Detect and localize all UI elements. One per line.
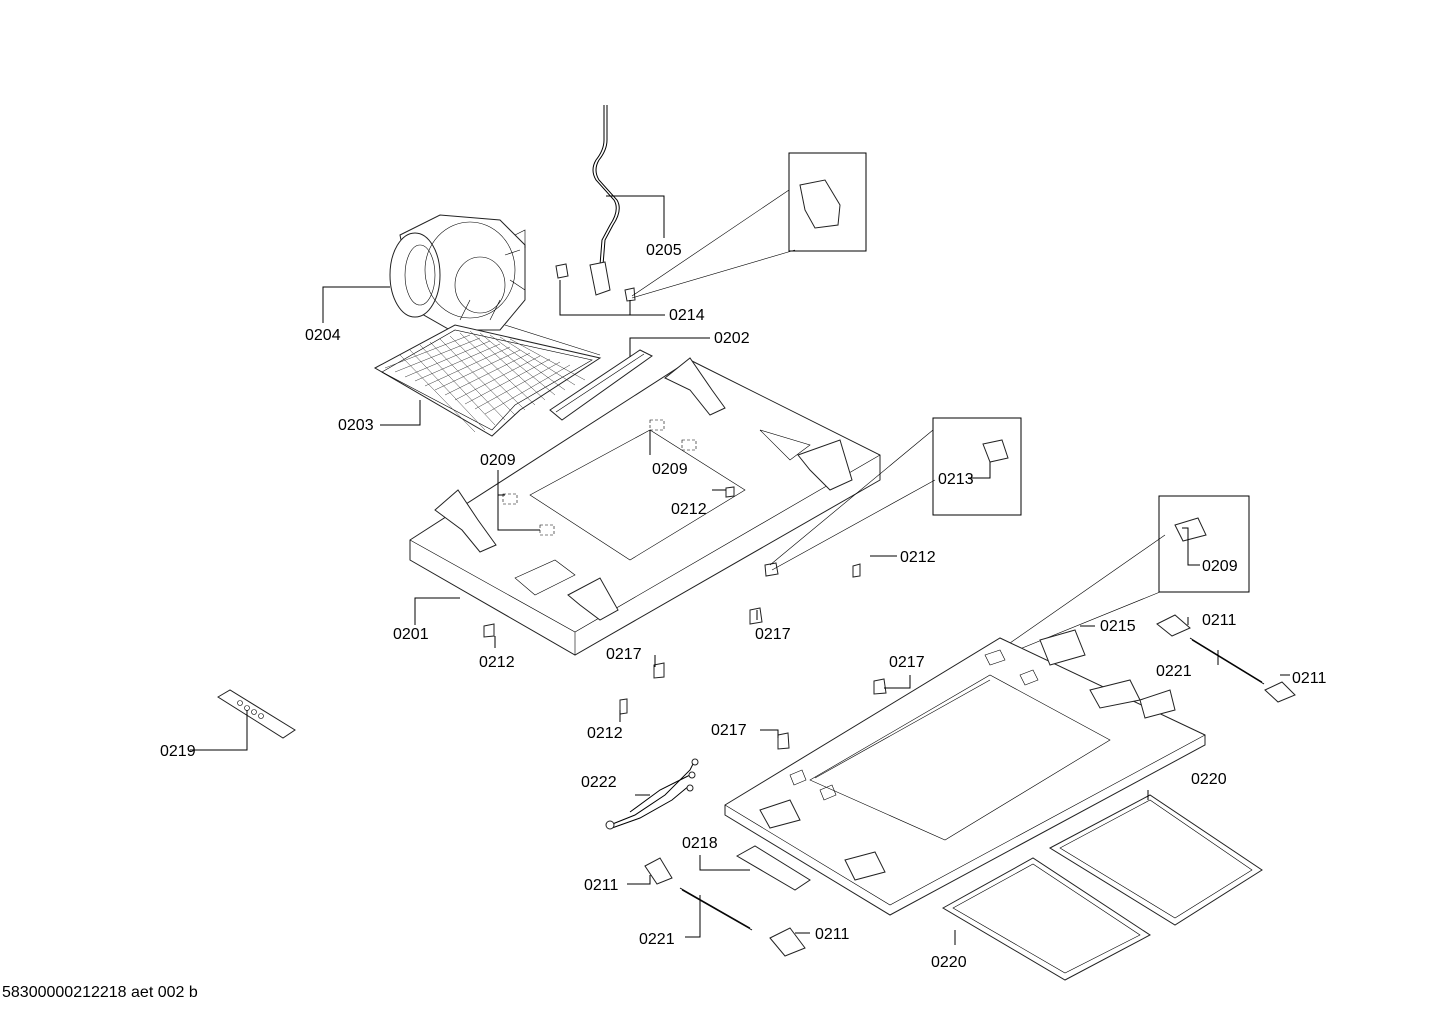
label-0217-left: 0217 (606, 646, 642, 663)
label-0211-left: 0211 (584, 877, 619, 894)
sensor-cable (589, 105, 620, 296)
label-0209-center: 0209 (652, 461, 688, 478)
label-0211-right: 0211 (1292, 670, 1327, 687)
label-0215: 0215 (1100, 618, 1136, 635)
rail-bar (549, 349, 653, 421)
label-0204: 0204 (305, 327, 341, 344)
grease-filter (373, 324, 602, 437)
label-0217-right: 0217 (889, 654, 925, 671)
label-0212-lower: 0212 (587, 725, 623, 742)
carbon-filter-2 (941, 857, 1151, 981)
label-0221-bottom: 0221 (639, 931, 675, 948)
label-0202: 0202 (714, 330, 750, 347)
label-0211-bottom: 0211 (815, 926, 850, 943)
label-0212-left: 0212 (479, 654, 515, 671)
label-0221-top: 0221 (1156, 663, 1192, 680)
label-0209-left: 0209 (480, 452, 516, 469)
label-0220-top: 0220 (1191, 771, 1227, 788)
label-0218: 0218 (682, 835, 718, 852)
label-0219: 0219 (160, 743, 196, 760)
blower-motor (389, 214, 526, 331)
leader-lines (190, 195, 1290, 945)
housing-base (409, 359, 881, 656)
wire-harness (609, 759, 696, 826)
part-labels: 0205 0214 0204 0202 0203 0209 0209 0213 … (160, 242, 1327, 971)
label-0217-center: 0217 (755, 626, 791, 643)
carbon-filter-1 (1048, 794, 1263, 926)
label-0217-lower: 0217 (711, 722, 747, 739)
label-0212-top: 0212 (671, 501, 707, 518)
drawing-number: 58300000212218 aet 002 b (2, 984, 198, 1001)
label-0201: 0201 (393, 626, 429, 643)
label-0211-top: 0211 (1202, 612, 1237, 629)
label-0214: 0214 (669, 307, 705, 324)
detail-box-0214 (788, 152, 867, 252)
remote-control (217, 689, 296, 739)
label-0203: 0203 (338, 417, 374, 434)
label-0205: 0205 (646, 242, 682, 259)
lower-panel (724, 629, 1206, 916)
label-0212-right: 0212 (900, 549, 936, 566)
label-0213: 0213 (938, 471, 974, 488)
label-0222: 0222 (581, 774, 617, 791)
detail-box-0209 (1158, 495, 1250, 593)
label-0220-bottom: 0220 (931, 954, 967, 971)
label-0209-detail: 0209 (1202, 558, 1238, 575)
light-strip (735, 845, 811, 891)
detail-box-0213 (932, 417, 1022, 516)
